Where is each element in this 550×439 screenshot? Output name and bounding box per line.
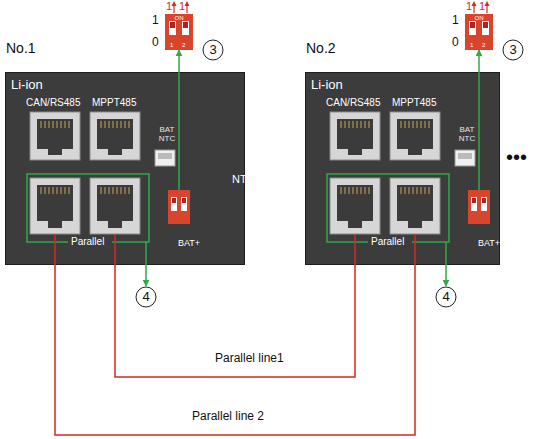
port-socket xyxy=(97,185,133,221)
switch-number: 1 xyxy=(470,42,473,49)
panel-label: Li-ion xyxy=(11,78,43,93)
device-title: No.2 xyxy=(306,40,336,56)
cable-label: Parallel line1 xyxy=(215,352,284,366)
switch-toggle xyxy=(182,198,186,203)
circle-outline xyxy=(136,287,156,307)
port-socket xyxy=(37,119,73,149)
port-contacts xyxy=(101,121,129,128)
switch-label: ON xyxy=(165,15,193,22)
panel-label: NT xyxy=(232,173,247,186)
switch-toggle xyxy=(170,22,175,28)
terminal-label: BAT+ xyxy=(178,238,200,248)
device-panel: No.1Li-ionCAN/RS485MPPT485ParallelBAT NT… xyxy=(5,72,245,265)
device-title: No.1 xyxy=(6,40,36,56)
port-tab xyxy=(108,221,122,228)
callout-number: 4 xyxy=(435,286,457,308)
switch-state: 1 xyxy=(452,14,459,28)
port-contacts xyxy=(41,121,69,128)
arrow-head xyxy=(172,1,190,6)
switch-toggle xyxy=(183,22,188,28)
dip-switch xyxy=(168,190,190,224)
switch-slot xyxy=(182,21,189,35)
switch-number: 2 xyxy=(482,42,485,49)
dip-switch-zoom: ON 1 2 xyxy=(165,14,193,50)
leader-arrow xyxy=(445,265,447,286)
device-panel: No.2Li-ionCAN/RS485MPPT485ParallelBAT NT… xyxy=(305,72,500,265)
terminal-label: BAT+ xyxy=(478,238,500,248)
up-arrow xyxy=(174,4,187,13)
callout-circle: 4 xyxy=(435,286,457,308)
port-label: MPPT485 xyxy=(92,97,136,109)
switch-number: 1 xyxy=(170,42,173,49)
dip-switch-zoom: ON 1 2 xyxy=(465,14,493,50)
switch-slot xyxy=(181,197,187,211)
port-tab xyxy=(48,221,62,228)
rj45-port xyxy=(30,178,80,234)
callout-number: 3 xyxy=(502,39,524,61)
switch-label: ON xyxy=(465,15,493,22)
port-socket xyxy=(97,119,133,149)
connector-socket xyxy=(158,153,172,159)
switch-position: 1 xyxy=(466,0,472,13)
connector-label: BAT NTC xyxy=(154,125,180,143)
callout-number: 3 xyxy=(202,39,224,61)
switch-position: 1 xyxy=(479,0,485,13)
connector-label: BAT NTC xyxy=(454,125,480,143)
callout-number: 4 xyxy=(135,286,157,308)
port-group-label: Parallel xyxy=(371,236,404,248)
rj45-port xyxy=(90,178,140,234)
continuation-dots: ••• xyxy=(506,146,527,169)
parallel-cable xyxy=(55,265,415,435)
port-tab xyxy=(48,149,62,155)
device-hardware xyxy=(327,1,490,265)
switch-position: 1 xyxy=(166,0,172,13)
port-label: CAN/RS485 xyxy=(326,97,380,109)
switch-state: 1 xyxy=(152,14,159,28)
port-label: CAN/RS485 xyxy=(26,97,80,109)
leader-line xyxy=(178,72,180,190)
switch-state: 0 xyxy=(452,36,459,50)
parallel-cable xyxy=(115,265,355,377)
rj45-port xyxy=(90,112,140,160)
callout-circle: 3 xyxy=(502,39,524,61)
callout-circle: 3 xyxy=(202,39,224,61)
switch-toggle xyxy=(172,198,176,203)
switch-state: 0 xyxy=(152,36,159,50)
circle-outline xyxy=(203,40,223,60)
device-hardware xyxy=(27,1,190,265)
cable-label: Parallel line 2 xyxy=(192,410,264,424)
leader-arrow xyxy=(145,265,147,286)
port-socket xyxy=(37,185,73,221)
switch-slot xyxy=(171,197,177,211)
panel-label: Li-ion xyxy=(311,78,343,93)
cable-stub xyxy=(55,234,115,265)
parallel-bracket xyxy=(27,174,149,242)
callout-circle: 4 xyxy=(135,286,157,308)
switch-number: 2 xyxy=(182,42,185,49)
leader-arrow xyxy=(478,50,480,72)
leader-arrow xyxy=(178,50,180,72)
circle-outline xyxy=(436,287,456,307)
port-contacts xyxy=(41,187,69,194)
port-label: MPPT485 xyxy=(392,97,436,109)
port-contacts xyxy=(101,187,129,194)
port-tab xyxy=(108,149,122,155)
ntc-connector xyxy=(155,150,175,166)
switch-slot xyxy=(169,21,176,35)
rj45-port xyxy=(30,112,80,160)
port-group-label: Parallel xyxy=(71,236,104,248)
switch-position: 1 xyxy=(179,0,185,13)
circle-outline xyxy=(503,40,523,60)
leader-line xyxy=(145,242,147,265)
